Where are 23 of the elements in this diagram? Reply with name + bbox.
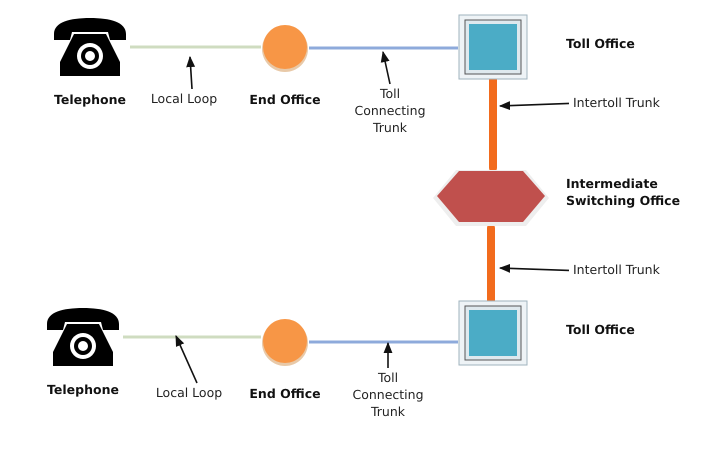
leader-arrow (498, 264, 570, 273)
leader-arrow (384, 342, 392, 368)
line-label: Local Loop (154, 385, 224, 402)
connector-line (309, 46, 458, 50)
node-label: Intermediate Switching Office (566, 176, 682, 210)
node-label: End Office (248, 386, 322, 403)
line-label: Intertoll Trunk (573, 95, 661, 112)
node-label: End Office (248, 92, 322, 109)
leader-arrow (380, 50, 391, 84)
connector-line (309, 340, 458, 344)
leader-arrow (175, 334, 198, 384)
node-label: Toll Office (566, 36, 635, 53)
line-label: Intertoll Trunk (573, 262, 661, 279)
leader-arrow (498, 101, 570, 110)
line-label: Local Loop (150, 91, 218, 108)
line-label: Toll Connecting Trunk (351, 370, 424, 421)
leader-arrow (186, 56, 196, 90)
node-label: Telephone (46, 382, 120, 399)
connector-line (123, 336, 261, 338)
node-label: Toll Office (566, 322, 635, 339)
line-label: Toll Connecting Trunk (353, 86, 426, 137)
node-label: Telephone (53, 92, 127, 109)
connector-line (130, 46, 261, 48)
